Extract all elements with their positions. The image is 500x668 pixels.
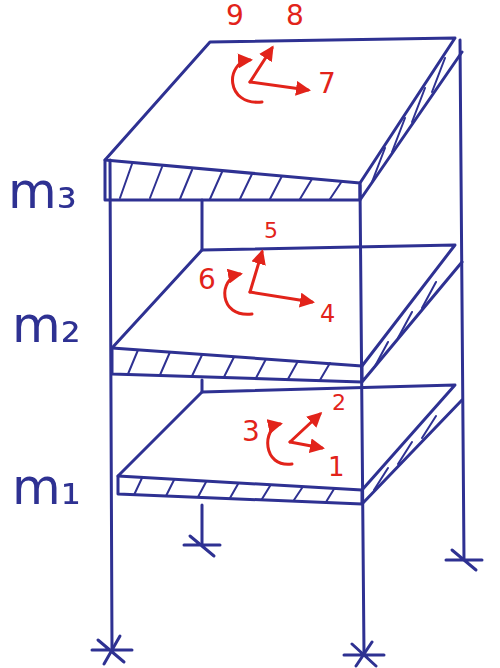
support [446,550,482,570]
dof-number: 5 [264,220,278,242]
column [110,160,112,650]
slab [105,38,455,183]
slab [118,400,462,504]
dof-number: 6 [198,266,216,294]
support [344,642,384,666]
dof-number: 1 [328,454,345,480]
dof-number: 2 [332,392,346,414]
dof-number: 9 [226,2,244,30]
dof-arrow [225,48,322,464]
slab [112,262,462,382]
slab [105,52,462,200]
support [92,636,132,664]
mass-label: m₂ [12,300,81,350]
dof-number: 8 [286,2,304,30]
support [184,536,220,556]
hatching [120,58,445,502]
dof-number: 3 [242,418,260,446]
mass-label: m₃ [8,166,77,216]
dof-number: 7 [318,70,336,98]
slab [112,245,455,366]
column [360,185,364,655]
dof-number: 4 [320,302,335,326]
slab [118,385,455,490]
column [460,40,464,560]
mass-label: m₁ [12,462,81,512]
